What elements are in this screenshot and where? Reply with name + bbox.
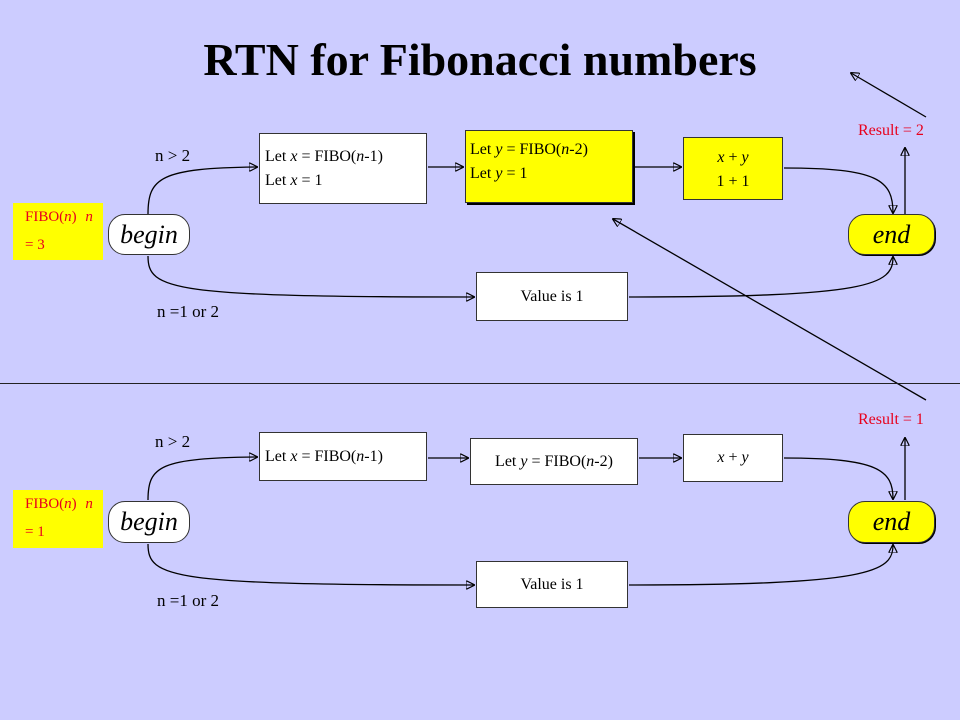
- bottom-fibo-call-line-2: n = 1: [25, 496, 93, 540]
- top-sum-line-1: x + y: [717, 149, 749, 166]
- bottom-arrow-sum-to-end: [783, 457, 893, 499]
- top-condition-recursive: n > 2: [155, 146, 191, 165]
- bottom-fibo-call-line-1: FIBO(n): [25, 496, 77, 512]
- top-result-label: Result = 2: [858, 122, 924, 139]
- top-arrow-value-to-end: [628, 257, 893, 298]
- top-fibo-call-line-2: n = 3: [25, 209, 93, 253]
- bottom-condition-base: n =1 or 2: [157, 591, 219, 610]
- top-fibo-call-box: FIBO(n) n = 3: [13, 203, 103, 260]
- bottom-result-label: Result = 1: [858, 411, 924, 428]
- bottom-fibo-call-box: FIBO(n) n = 1: [13, 490, 103, 548]
- bottom-sum-line-1: x + y: [717, 449, 749, 466]
- bottom-sum-box: x + y: [683, 434, 783, 482]
- top-step-y-line-1: Let y = FIBO(n-2): [470, 141, 588, 158]
- top-step-y-line-2: Let y = 1: [470, 165, 528, 182]
- top-condition-base: n =1 or 2: [157, 302, 219, 321]
- section-divider: [0, 383, 960, 384]
- top-base-value-box: Value is 1: [476, 272, 628, 321]
- top-arrow-begin-to-value: [147, 255, 474, 297]
- top-arrow-result-return: [851, 73, 927, 118]
- bottom-step-y-line-1: Let y = FIBO(n-2): [495, 453, 613, 470]
- bottom-base-value-box: Value is 1: [476, 561, 628, 608]
- bottom-arrow-value-to-end: [628, 545, 893, 586]
- top-begin-node: begin: [108, 214, 190, 255]
- top-sum-box: x + y 1 + 1: [683, 137, 783, 200]
- bottom-arrow-begin-to-value: [147, 543, 474, 585]
- top-fibo-call-line-1: FIBO(n): [25, 209, 77, 225]
- top-arrow-sum-to-end: [783, 167, 893, 213]
- bottom-begin-node: begin: [108, 501, 190, 543]
- bottom-step-x-line-1: Let x = FIBO(n-1): [265, 448, 383, 465]
- top-step-x-line-1: Let x = FIBO(n-1): [265, 148, 383, 165]
- bottom-condition-recursive: n > 2: [155, 432, 191, 451]
- slide-title: RTN for Fibonacci numbers: [203, 34, 757, 85]
- bottom-end-node: end: [848, 501, 935, 543]
- top-end-node: end: [848, 214, 935, 255]
- top-sum-line-2: 1 + 1: [716, 173, 750, 190]
- bottom-step-y-box: Let y = FIBO(n-2): [470, 438, 638, 485]
- top-step-y-box: Let y = FIBO(n-2) Let y = 1: [465, 130, 633, 203]
- bottom-arrow-begin-to-step-x: [147, 457, 257, 501]
- top-step-x-box: Let x = FIBO(n-1) Let x = 1: [259, 133, 427, 204]
- top-arrow-begin-to-step-x: [147, 167, 257, 215]
- top-step-x-line-2: Let x = 1: [265, 172, 323, 189]
- bottom-arrow-result-return: [613, 219, 927, 401]
- bottom-step-x-box: Let x = FIBO(n-1): [259, 432, 427, 481]
